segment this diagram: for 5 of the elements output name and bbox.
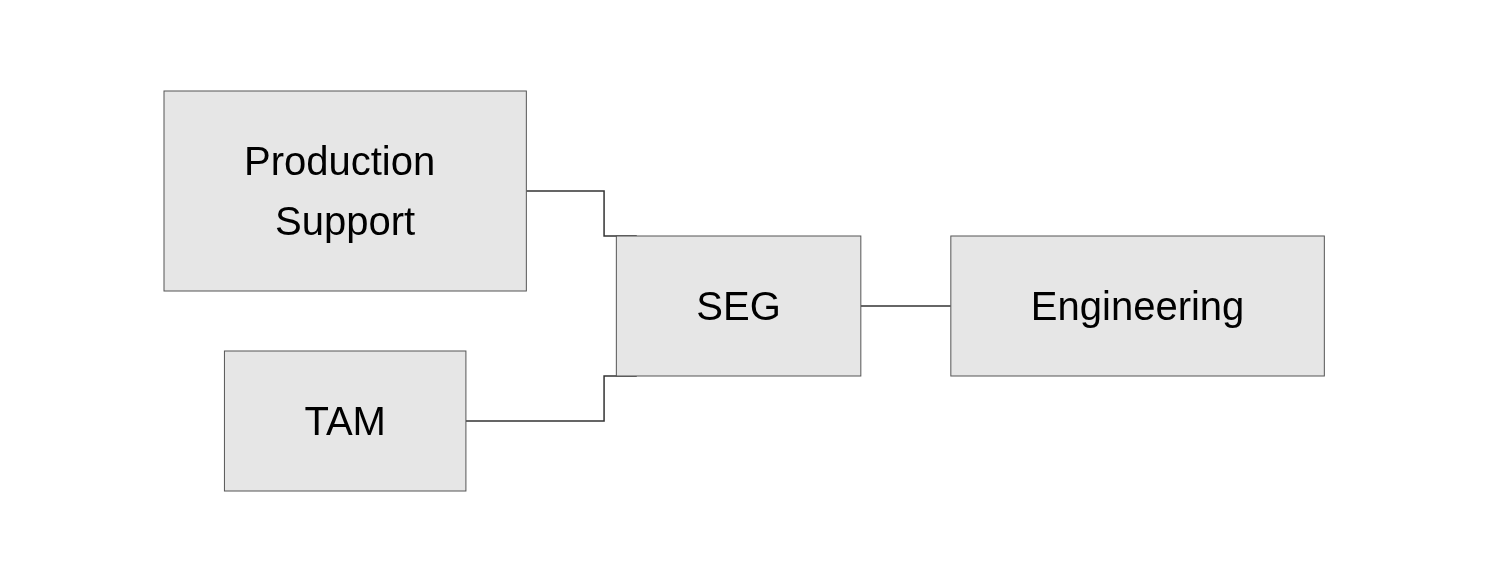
connector — [859, 305, 952, 307]
node-box: Engineering — [950, 235, 1325, 377]
node-box: SEG — [615, 235, 862, 377]
node-box: Production Support — [163, 90, 527, 292]
node-box: TAM — [223, 350, 467, 492]
